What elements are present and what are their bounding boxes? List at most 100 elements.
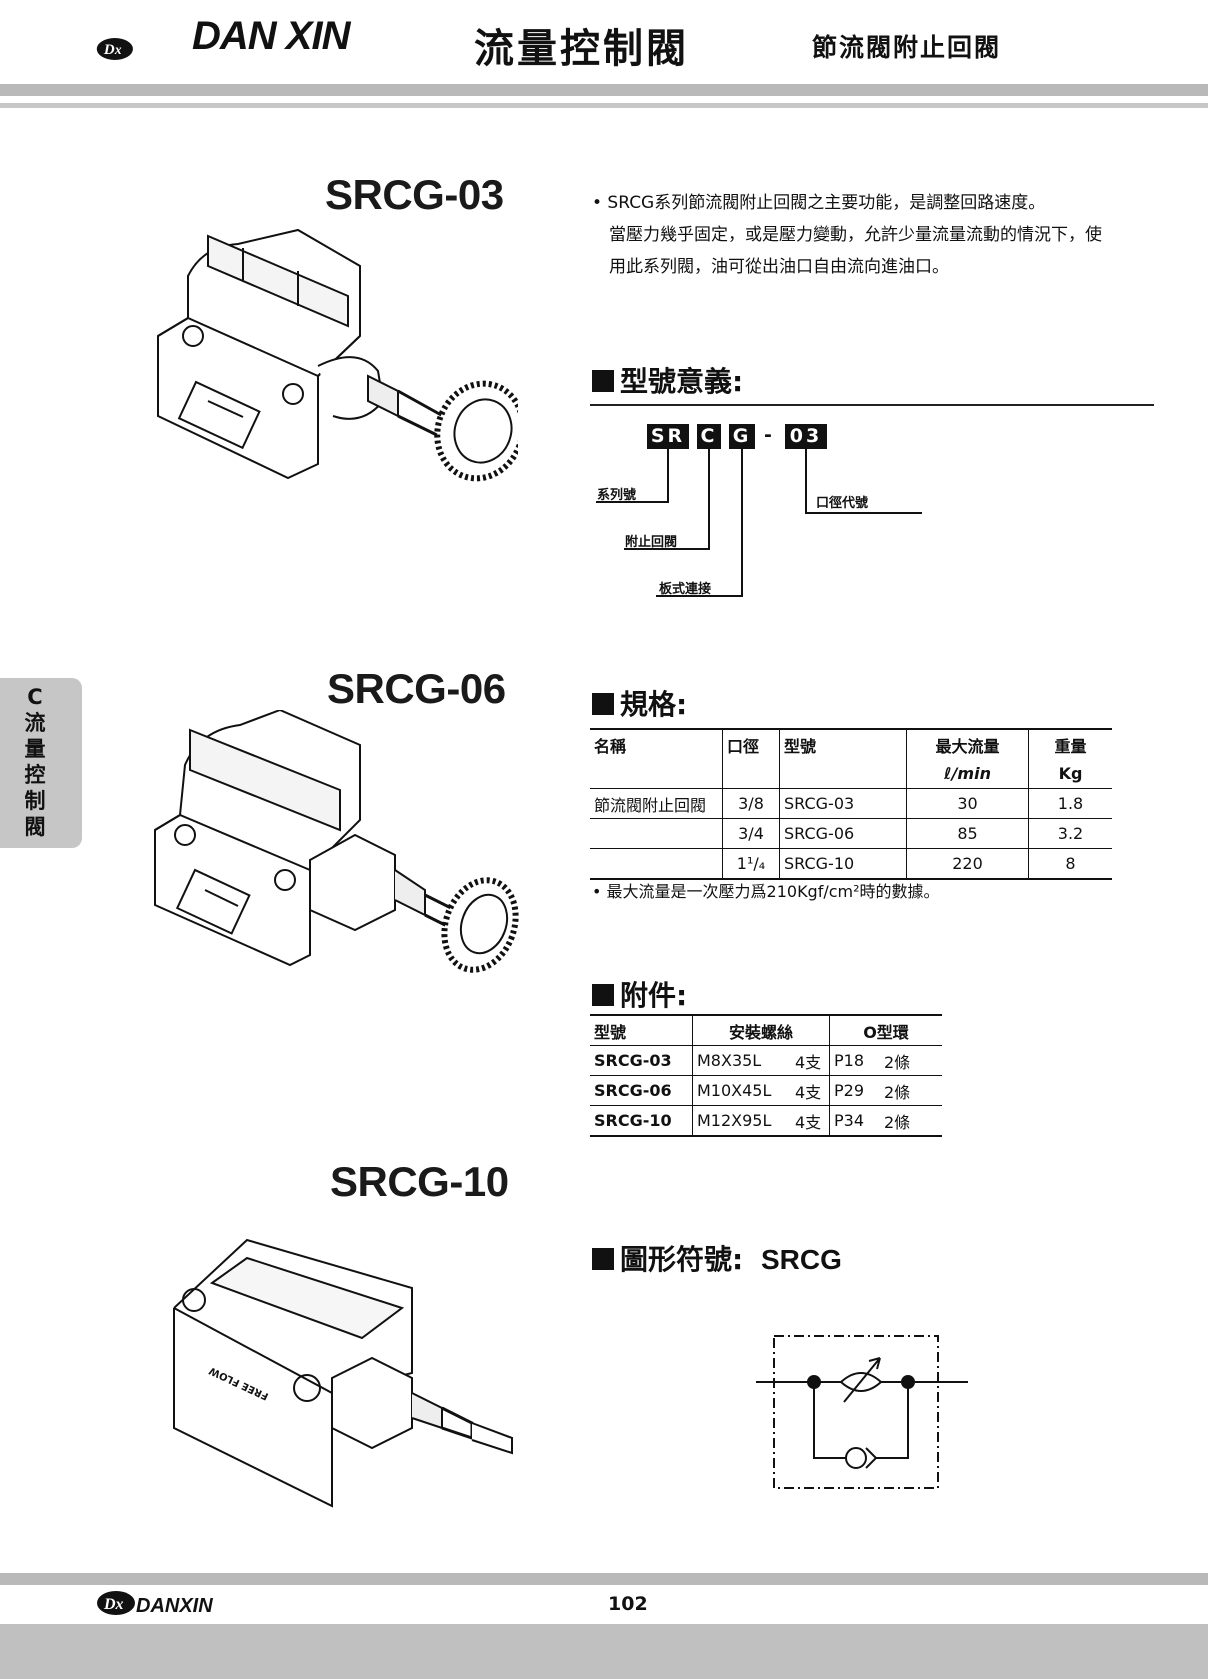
table-cell	[779, 759, 907, 789]
label-plate: 板式連接	[659, 582, 712, 597]
table-row: SRCG-06 M10X45L 4支 P29 2條	[590, 1075, 942, 1106]
table-cell: 3/4	[722, 818, 780, 849]
table-unit-cell: Kg	[1028, 759, 1112, 789]
table-cell: 85	[906, 818, 1029, 849]
description-line: 用此系列閥，油可從出油口自由流向進油口。	[609, 257, 949, 277]
svg-text:Dx: Dx	[103, 1596, 124, 1613]
product-description: • SRCG系列節流閥附止回閥之主要功能，是調整回路速度。 當壓力幾乎固定，或是…	[592, 187, 1172, 283]
brand-name: DAN XIN	[192, 14, 350, 58]
table-cell: SRCG-06	[779, 818, 907, 849]
table-header-cell: 口徑	[722, 729, 780, 759]
section-heading-accessories: 附件:	[592, 974, 687, 1014]
connector-line	[624, 548, 710, 550]
table-cell: M10X45L	[692, 1075, 791, 1106]
square-bullet-icon	[592, 693, 614, 715]
section-heading-model-meaning: 型號意義:	[592, 360, 743, 400]
header-divider	[0, 103, 1208, 108]
page-subtitle: 節流閥附止回閥	[812, 33, 1002, 62]
table-header-row: 名稱 口徑 型號 最大流量 重量	[590, 729, 1112, 759]
table-cell	[590, 849, 723, 880]
danxin-footer-logo-icon: Dx	[97, 1591, 135, 1615]
footer-brand-name: DANXIN	[136, 1595, 213, 1617]
label-series: 系列號	[597, 488, 637, 503]
table-cell: 4支	[795, 1112, 822, 1132]
model-heading-srcg-06: SRCG-06	[327, 665, 506, 712]
connector-line	[708, 449, 710, 549]
table-cell: 2條	[884, 1082, 911, 1102]
table-cell	[590, 759, 723, 789]
table-header-row: 型號 安裝螺絲 O型環	[590, 1015, 942, 1046]
section-heading-symbol: 圖形符號: SRCG	[592, 1238, 842, 1278]
page-number: 102	[608, 1593, 648, 1615]
side-tab-char: 閥	[24, 815, 46, 839]
header-bar	[0, 84, 1208, 96]
section-heading-spec: 規格:	[592, 683, 687, 723]
code-dash: -	[764, 424, 772, 446]
table-cell: 8	[1028, 848, 1112, 879]
table-cell: SRCG-03	[779, 788, 907, 819]
accessories-table: 型號 安裝螺絲 O型環 SRCG-03 M8X35L 4支 P18 2條 SRC…	[590, 1014, 942, 1137]
table-cell	[722, 759, 780, 789]
side-tab-char: 流	[24, 711, 46, 735]
connector-line	[596, 501, 669, 503]
footer-band	[0, 1624, 1208, 1679]
code-box-check: C	[697, 424, 721, 449]
side-tab-char: 控	[24, 763, 46, 787]
model-heading-srcg-10: SRCG-10	[330, 1158, 509, 1205]
table-unit-cell: ℓ/min	[906, 759, 1029, 789]
table-cell: 220	[906, 848, 1029, 879]
square-bullet-icon	[592, 370, 614, 392]
side-tab-char: 量	[24, 737, 46, 761]
table-cell: 1.8	[1028, 788, 1112, 819]
connector-line	[805, 449, 807, 513]
table-cell: 2條	[884, 1112, 911, 1132]
square-bullet-icon	[592, 984, 614, 1006]
table-cell: 1¹/₄	[722, 848, 780, 879]
category-side-tab[interactable]: C 流 量 控 制 閥	[0, 678, 82, 848]
valve-srcg-06-illustration	[154, 710, 519, 973]
spec-table: 名稱 口徑 型號 最大流量 重量 ℓ/min Kg 節流閥附止回閥 3/8 SR…	[590, 728, 1112, 880]
footer-bar	[0, 1573, 1208, 1585]
table-cell: SRCG-03	[594, 1051, 672, 1070]
table-cell: SRCG-06	[594, 1081, 672, 1100]
connector-line	[741, 449, 743, 596]
table-cell: 3/8	[722, 788, 780, 819]
symbol-code: SRCG	[760, 1244, 842, 1275]
code-box-plate: G	[729, 424, 755, 449]
side-tab-char: C	[27, 685, 43, 709]
table-cell: SRCG-10	[779, 848, 907, 879]
table-cell: 3.2	[1028, 818, 1112, 849]
table-row: 3/4 SRCG-06 85 3.2	[590, 818, 1112, 849]
table-header-cell: 最大流量	[906, 729, 1029, 759]
label-check: 附止回閥	[625, 535, 678, 550]
svg-text:x: x	[114, 42, 122, 57]
danxin-logo-icon: D x	[96, 38, 133, 60]
table-cell: P29	[829, 1075, 880, 1106]
page-title: 流量控制閥	[474, 26, 689, 72]
table-row: 節流閥附止回閥 3/8 SRCG-03 30 1.8	[590, 788, 1112, 819]
table-cell: P18	[829, 1045, 880, 1076]
table-cell: 4支	[795, 1082, 822, 1102]
table-cell: 4支	[795, 1052, 822, 1072]
connector-line	[656, 595, 743, 597]
description-line: 當壓力幾乎固定，或是壓力變動，允許少量流量流動的情況下，使	[609, 225, 1102, 245]
table-cell: 節流閥附止回閥	[594, 795, 707, 815]
table-unit-row: ℓ/min Kg	[590, 759, 1112, 789]
table-row: 1¹/₄ SRCG-10 220 8	[590, 848, 1112, 880]
table-cell: 30	[906, 788, 1029, 819]
table-row: SRCG-10 M12X95L 4支 P34 2條	[590, 1105, 942, 1136]
model-heading-srcg-03: SRCG-03	[325, 171, 504, 218]
table-cell: P34	[829, 1105, 880, 1136]
side-tab-char: 制	[24, 789, 46, 813]
table-header-cell: 重量	[1028, 729, 1112, 759]
svg-text:D: D	[103, 42, 115, 58]
table-cell: M12X95L	[692, 1105, 791, 1136]
hydraulic-symbol-diagram	[756, 1335, 968, 1489]
table-cell: 2條	[884, 1052, 911, 1072]
connector-line	[805, 512, 922, 514]
table-header-cell: O型環	[829, 1015, 942, 1046]
table-row: SRCG-03 M8X35L 4支 P18 2條	[590, 1045, 942, 1076]
square-bullet-icon	[592, 1248, 614, 1270]
spec-note: • 最大流量是一次壓力爲210Kgf/cm²時的數據。	[592, 882, 940, 901]
valve-srcg-10-illustration: FREE FLOW	[173, 1238, 513, 1508]
